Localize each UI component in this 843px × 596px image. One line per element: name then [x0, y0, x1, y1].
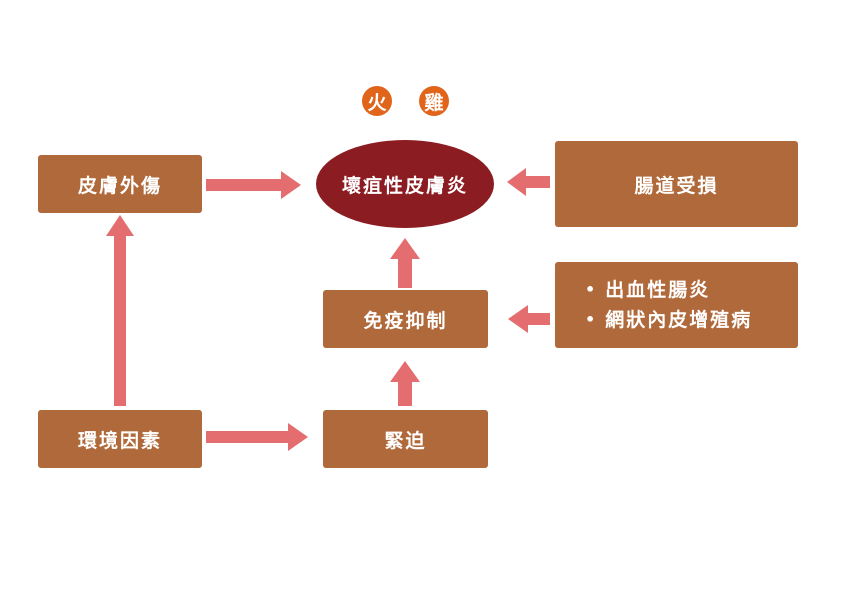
arrow-immune-to-center	[390, 238, 420, 288]
bullet-icon: •	[585, 310, 598, 329]
arrow-intestine-to-center	[507, 168, 550, 196]
list-item: • 網狀內皮增殖病	[585, 305, 752, 335]
arrow-skin-to-center	[206, 171, 301, 199]
arrow-diseases-to-immune	[508, 305, 550, 333]
arrow-environment-to-stress	[206, 423, 308, 451]
node-diseases: • 出血性腸炎 • 網狀內皮增殖病	[555, 262, 798, 348]
arrow-environment-to-skin	[106, 215, 134, 406]
bullet-icon: •	[585, 280, 598, 299]
node-immune-suppression: 免疫抑制	[323, 290, 488, 348]
center-node-gangrenous-dermatitis: 壞疽性皮膚炎	[316, 140, 494, 228]
list-item: • 出血性腸炎	[585, 275, 752, 305]
arrow-stress-to-immune	[390, 361, 420, 406]
disease-label: 出血性腸炎	[605, 279, 711, 301]
node-environment: 環境因素	[38, 410, 202, 468]
node-intestinal-damage: 腸道受損	[555, 141, 798, 227]
title-badge-1: 火	[362, 86, 392, 116]
title-badge-2: 雞	[419, 86, 449, 116]
disease-label: 網狀內皮增殖病	[605, 309, 753, 331]
node-skin-trauma: 皮膚外傷	[38, 155, 202, 213]
disease-list: • 出血性腸炎 • 網狀內皮增殖病	[585, 275, 752, 335]
node-stress: 緊迫	[323, 410, 488, 468]
